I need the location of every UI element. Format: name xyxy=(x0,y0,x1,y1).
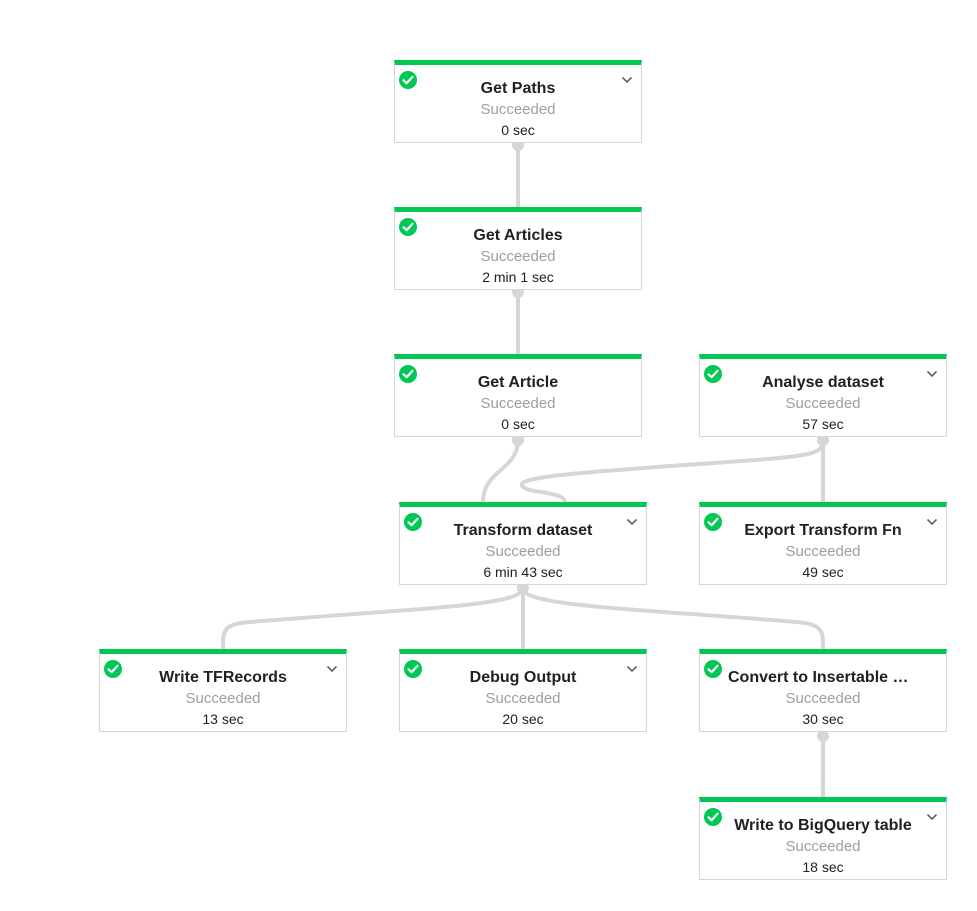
node-duration: 57 sec xyxy=(802,416,844,432)
node-status: Succeeded xyxy=(185,690,261,707)
node-duration: 30 sec xyxy=(802,711,844,727)
node-status: Succeeded xyxy=(785,395,861,412)
node-analyse-dataset[interactable]: Analyse dataset Succeeded 57 sec xyxy=(699,354,947,437)
node-status: Succeeded xyxy=(480,395,556,412)
port-get-article-out xyxy=(512,434,524,446)
node-status: Succeeded xyxy=(785,543,861,560)
check-circle-icon xyxy=(704,660,722,678)
chevron-down-icon[interactable] xyxy=(621,76,633,84)
chevron-down-icon[interactable] xyxy=(926,518,938,526)
node-get-article[interactable]: Get Article Succeeded 0 sec xyxy=(394,354,642,437)
port-analyse-dataset-out xyxy=(817,434,829,446)
check-circle-icon xyxy=(399,71,417,89)
chevron-down-icon[interactable] xyxy=(926,813,938,821)
edge-analyse-dataset-to-transform-dataset xyxy=(520,439,825,503)
edge-transform-dataset-to-write-tfrecords xyxy=(220,587,525,650)
node-title: Write to BigQuery table xyxy=(734,817,912,834)
node-convert-to-insertable[interactable]: Convert to Insertable d… Succeeded 30 se… xyxy=(699,649,947,732)
check-circle-icon xyxy=(704,513,722,531)
node-duration: 18 sec xyxy=(802,859,844,875)
node-export-transform-fn[interactable]: Export Transform Fn Succeeded 49 sec xyxy=(699,502,947,585)
node-write-tfrecords[interactable]: Write TFRecords Succeeded 13 sec xyxy=(99,649,347,732)
check-circle-icon xyxy=(704,365,722,383)
node-title: Export Transform Fn xyxy=(744,522,902,539)
node-status: Succeeded xyxy=(480,248,556,265)
node-get-paths[interactable]: Get Paths Succeeded 0 sec xyxy=(394,60,642,143)
node-status: Succeeded xyxy=(485,690,561,707)
node-title: Analyse dataset xyxy=(762,374,884,391)
check-circle-icon xyxy=(399,218,417,236)
edge-transform-dataset-to-convert xyxy=(521,587,826,650)
check-circle-icon xyxy=(404,513,422,531)
node-title: Get Articles xyxy=(473,227,563,244)
node-duration: 0 sec xyxy=(501,416,535,432)
check-circle-icon xyxy=(404,660,422,678)
check-circle-icon xyxy=(104,660,122,678)
node-title: Get Paths xyxy=(480,80,556,97)
node-duration: 13 sec xyxy=(202,711,244,727)
node-write-to-bigquery[interactable]: Write to BigQuery table Succeeded 18 sec xyxy=(699,797,947,880)
node-duration: 0 sec xyxy=(501,122,535,138)
node-duration: 49 sec xyxy=(802,564,844,580)
node-title: Write TFRecords xyxy=(159,669,287,686)
node-status: Succeeded xyxy=(480,101,556,118)
node-get-articles[interactable]: Get Articles Succeeded 2 min 1 sec xyxy=(394,207,642,290)
port-convert-out xyxy=(817,730,829,742)
port-transform-dataset-out xyxy=(517,582,529,594)
node-duration: 2 min 1 sec xyxy=(482,269,554,285)
node-title: Convert to Insertable d… xyxy=(728,669,918,686)
node-status: Succeeded xyxy=(785,690,861,707)
node-transform-dataset[interactable]: Transform dataset Succeeded 6 min 43 sec xyxy=(399,502,647,585)
node-duration: 20 sec xyxy=(502,711,544,727)
check-circle-icon xyxy=(399,365,417,383)
node-debug-output[interactable]: Debug Output Succeeded 20 sec xyxy=(399,649,647,732)
node-status: Succeeded xyxy=(485,543,561,560)
chevron-down-icon[interactable] xyxy=(926,370,938,378)
node-title: Transform dataset xyxy=(453,522,593,539)
node-title: Debug Output xyxy=(469,669,577,686)
chevron-down-icon[interactable] xyxy=(326,665,338,673)
check-circle-icon xyxy=(704,808,722,826)
chevron-down-icon[interactable] xyxy=(626,518,638,526)
node-duration: 6 min 43 sec xyxy=(483,564,563,580)
edge-get-article-to-transform-dataset xyxy=(481,439,520,503)
chevron-down-icon[interactable] xyxy=(626,665,638,673)
node-status: Succeeded xyxy=(785,838,861,855)
node-title: Get Article xyxy=(477,374,559,391)
